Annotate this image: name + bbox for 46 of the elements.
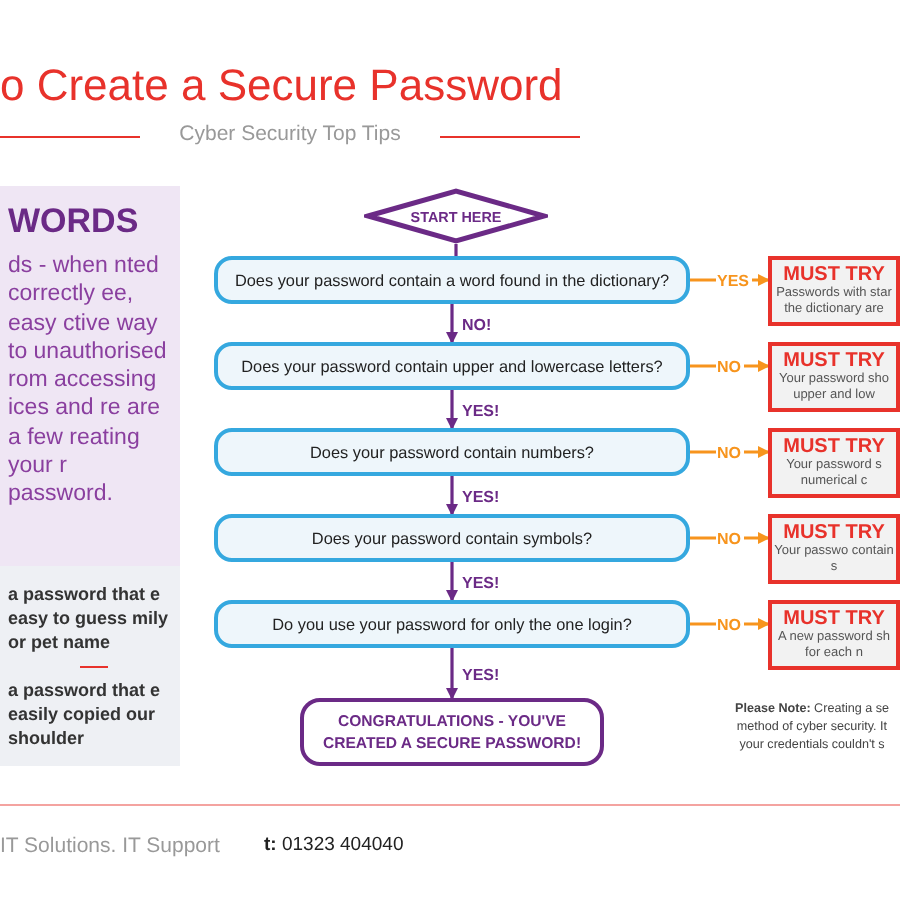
- question-box: [214, 600, 690, 648]
- advice-heading: MUST TRY: [783, 436, 885, 458]
- phone-text: t: 01323 404040: [264, 834, 404, 856]
- edge-label: YES!: [460, 665, 502, 683]
- edge-label: YES!: [460, 487, 502, 505]
- tips-panel: [0, 566, 180, 766]
- question-box: [214, 256, 690, 304]
- edge-label: NO!: [460, 315, 494, 333]
- question-box: [214, 428, 690, 476]
- edge-label: NO: [715, 529, 743, 547]
- result-box: [300, 698, 604, 766]
- edge-label: YES!: [460, 573, 502, 591]
- footer-text: IT Solutions. IT Support: [0, 834, 220, 858]
- advice-heading: MUST TRY: [783, 522, 885, 544]
- advice-heading: MUST TRY: [783, 350, 885, 372]
- advice-heading: MUST TRY: [783, 264, 885, 286]
- advice-box: [768, 342, 900, 412]
- edge-label: NO: [715, 357, 743, 375]
- advice-box: [768, 428, 900, 498]
- question-box: [214, 342, 690, 390]
- question-text: Do you use your password for only the one login?: [272, 615, 632, 633]
- title: o Create a Secure Password: [0, 60, 565, 112]
- tip-text: a password that e easy to guess mily or pet name: [8, 582, 171, 654]
- arrow: [446, 304, 458, 344]
- tip-text: a password that e easily copied our shoulder: [8, 678, 163, 750]
- advice-box: [768, 256, 900, 326]
- question-text: Does your password contain numbers?: [310, 443, 594, 461]
- arrow: [446, 390, 458, 430]
- edge-label: YES: [715, 271, 752, 289]
- question-text: Does your password contain a word found in the dictionary?: [234, 271, 670, 289]
- arrow: [446, 648, 458, 700]
- arrow: [446, 476, 458, 516]
- info-panel: [0, 186, 180, 566]
- edge-label: NO: [715, 443, 743, 461]
- advice-heading: MUST TRY: [783, 608, 885, 630]
- panel-heading: WORDS: [8, 202, 141, 242]
- panel-text: ds - when nted correctly ee, easy ctive way to unauthorised rom accessing ices and re are a few reating your r password.: [8, 252, 169, 510]
- advice-box: [768, 514, 900, 584]
- question-text: Does your password contain symbols?: [311, 529, 593, 547]
- advice-box: [768, 600, 900, 670]
- edge-label: YES!: [460, 401, 502, 419]
- arrow: [446, 562, 458, 602]
- question-box: [214, 514, 690, 562]
- subtitle: Cyber Security Top Tips: [177, 122, 403, 146]
- edge-label: NO: [715, 615, 743, 633]
- question-text: Does your password contain upper and lowercase letters?: [241, 357, 663, 375]
